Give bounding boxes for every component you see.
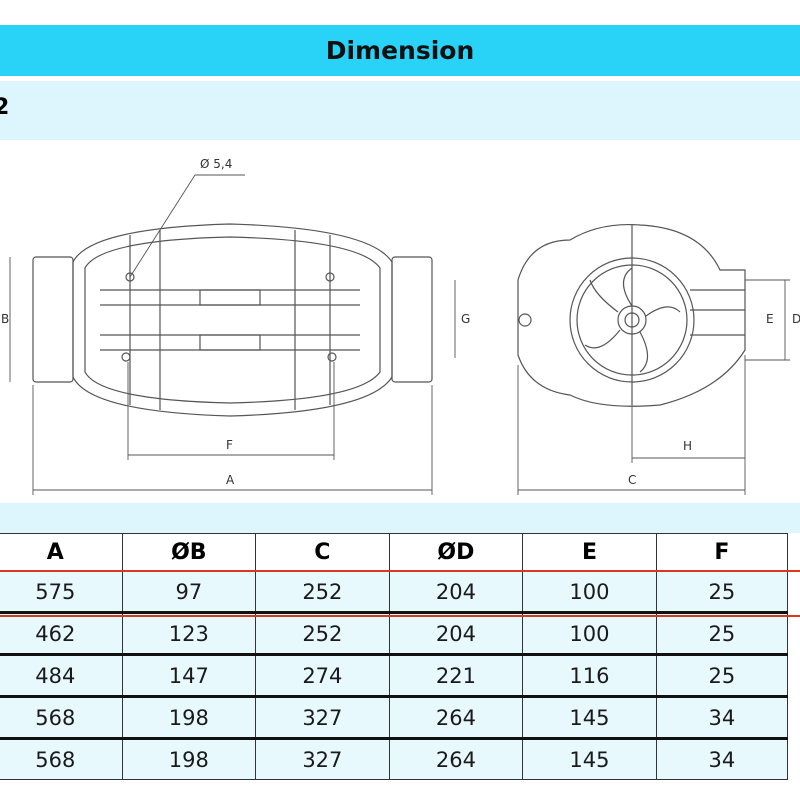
title-bar: Dimension xyxy=(0,25,800,76)
table-cell: 145 xyxy=(522,695,657,739)
table-cell: 198 xyxy=(121,737,257,780)
table-cell: 25 xyxy=(655,653,789,697)
table-cell: 264 xyxy=(388,695,524,739)
table-cell: 274 xyxy=(255,653,390,697)
col-c-header: C xyxy=(255,533,390,572)
table-cell: 484 xyxy=(0,653,123,697)
table-header-row: A ØB C ØD E F xyxy=(0,533,789,572)
dimension-table: A ØB C ØD E F 575 97 252 204 100 25 462 … xyxy=(0,533,789,780)
front-view xyxy=(517,223,746,407)
table-cell: 568 xyxy=(0,695,123,739)
model-label: 2 xyxy=(0,95,10,120)
col-a-header: A xyxy=(0,533,123,572)
table-cell: 252 xyxy=(255,571,390,613)
highlight-line-top xyxy=(0,570,800,572)
dim-a-label: A xyxy=(226,473,235,487)
col-b-header: ØB xyxy=(121,533,257,572)
hole-dimension: Ø 5,4 xyxy=(200,157,232,171)
table-cell: 116 xyxy=(522,653,657,697)
table-cell: 25 xyxy=(655,571,789,613)
table-row: 568 198 327 264 145 34 xyxy=(0,737,789,780)
front-dimensions xyxy=(517,279,790,495)
table-cell: 198 xyxy=(121,695,257,739)
front-housing xyxy=(517,223,746,407)
table-band xyxy=(0,503,800,533)
side-dimensions xyxy=(9,174,456,495)
col-d-header: ØD xyxy=(388,533,524,572)
table-cell: 25 xyxy=(655,611,789,655)
body-outline xyxy=(72,223,393,417)
table-cell: 100 xyxy=(522,571,657,613)
table-cell: 462 xyxy=(0,611,123,655)
table-cell: 327 xyxy=(255,737,390,780)
highlight-line-bottom xyxy=(0,615,800,617)
table-cell: 252 xyxy=(255,611,390,655)
table-cell: 145 xyxy=(522,737,657,780)
table-cell: 34 xyxy=(655,737,789,780)
col-e-header: E xyxy=(522,533,657,572)
table-cell: 221 xyxy=(388,653,524,697)
table-cell: 568 xyxy=(0,737,123,780)
dim-e-label: E xyxy=(766,312,774,326)
table-cell: 327 xyxy=(255,695,390,739)
page-title: Dimension xyxy=(325,36,475,65)
dim-d-label: D xyxy=(792,312,800,326)
table-cell: 575 xyxy=(0,571,123,613)
right-collar xyxy=(391,256,433,383)
col-f-header: F xyxy=(655,533,789,572)
table-cell: 147 xyxy=(121,653,257,697)
dim-c-label: C xyxy=(628,473,636,487)
table-cell: 100 xyxy=(522,611,657,655)
table-cell: 34 xyxy=(655,695,789,739)
dim-f-label: F xyxy=(226,438,233,452)
table-cell: 204 xyxy=(388,571,524,613)
dim-h-label: H xyxy=(683,439,692,453)
table-row: 484 147 274 221 116 25 xyxy=(0,653,789,697)
dim-g-label: G xyxy=(461,312,470,326)
table-cell: 204 xyxy=(388,611,524,655)
left-collar xyxy=(32,256,74,383)
table-cell: 123 xyxy=(121,611,257,655)
dim-b-label: B xyxy=(1,312,9,326)
model-bar: 2 xyxy=(0,81,800,140)
table-cell: 264 xyxy=(388,737,524,780)
table-row: 568 198 327 264 145 34 xyxy=(0,695,789,739)
side-view xyxy=(32,223,433,417)
table-cell: 97 xyxy=(121,571,257,613)
table-row: 575 97 252 204 100 25 xyxy=(0,571,789,613)
fan-drawing-svg: Ø 5,4 A F B G xyxy=(1,157,800,495)
technical-drawing: Ø 5,4 A F B G xyxy=(0,140,800,500)
table-row: 462 123 252 204 100 25 xyxy=(0,611,789,655)
